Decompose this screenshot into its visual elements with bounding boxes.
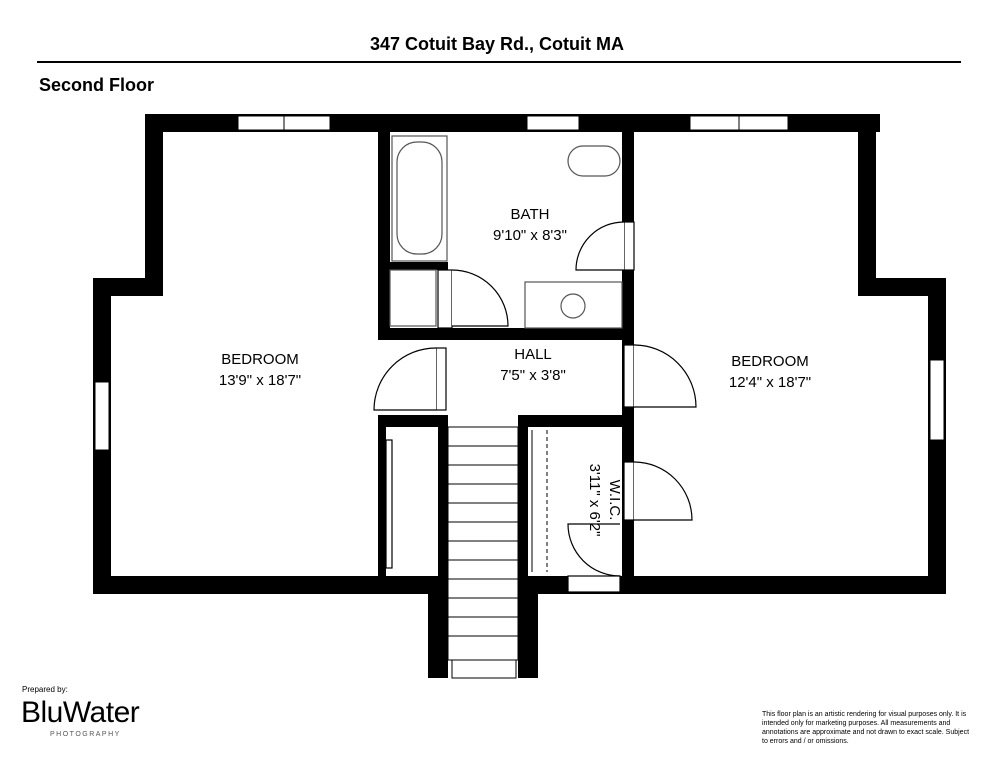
bath-dims: 9'10" x 8'3" xyxy=(493,227,567,244)
bath-name: BATH xyxy=(511,206,550,223)
bedroom-right-name: BEDROOM xyxy=(731,353,809,370)
title-divider xyxy=(37,61,961,63)
bedroom-left-dims: 13'9" x 18'7" xyxy=(219,372,301,389)
doors xyxy=(373,221,697,593)
prepared-by-label: Prepared by: xyxy=(22,685,68,694)
logo-subtitle: PHOTOGRAPHY xyxy=(50,731,121,738)
bath-fixtures xyxy=(389,135,623,329)
bluwater-logo: BluWater xyxy=(21,696,140,729)
stairs xyxy=(447,426,519,661)
windows xyxy=(94,115,945,679)
disclaimer-text: This floor plan is an artistic rendering… xyxy=(762,711,970,745)
exterior-walls xyxy=(93,114,946,678)
closet-rod xyxy=(531,430,548,572)
address-title: 347 Cotuit Bay Rd., Cotuit MA xyxy=(369,34,624,54)
wic-dims: 3'11" x 6'2" xyxy=(586,464,603,537)
wic-name: W.I.C. xyxy=(606,480,623,521)
hall-dims: 7'5" x 3'8" xyxy=(500,367,566,384)
bedroom-right-dims: 12'4" x 18'7" xyxy=(729,374,811,391)
floor-label: Second Floor xyxy=(39,75,155,95)
hall-name: HALL xyxy=(514,346,552,363)
bedroom-left-name: BEDROOM xyxy=(221,351,299,368)
